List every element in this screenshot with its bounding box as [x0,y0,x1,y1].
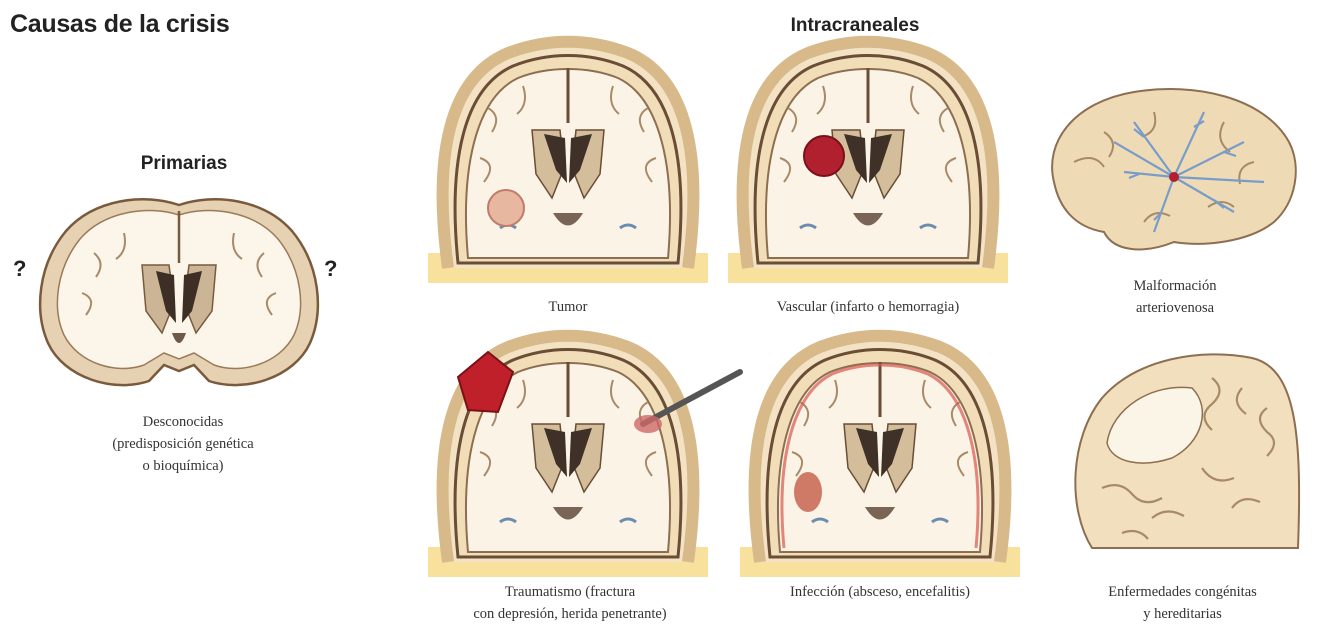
congenital-caption-line-2: y hereditarias [1055,603,1310,625]
tumor-caption: Tumor [468,296,668,318]
primary-caption-line-2: (predisposición genética [38,433,328,455]
primary-heading: Primarias [100,153,268,175]
trauma-illustration [428,332,748,582]
trauma-caption: Traumatismo (fractura con depresión, her… [400,581,740,625]
avm-caption-line-1: Malformación [1060,275,1290,297]
avm-caption: Malformación arteriovenosa [1060,275,1290,319]
trauma-caption-line-2: con depresión, herida penetrante) [400,603,740,625]
avm-caption-line-2: arteriovenosa [1060,297,1290,319]
vascular-illustration [728,38,1008,288]
intracranial-heading: Intracraneales [760,15,950,37]
infection-caption: Infección (absceso, encefalitis) [745,581,1015,603]
infection-illustration [740,332,1020,582]
primary-caption: Desconocidas (predisposición genética o … [38,411,328,477]
primary-caption-line-3: o bioquímica) [38,455,328,477]
primary-caption-line-1: Desconocidas [38,411,328,433]
right-question-mark: ? [324,256,337,282]
tumor-illustration [428,38,708,288]
congenital-caption: Enfermedades congénitas y hereditarias [1055,581,1310,625]
left-question-mark: ? [13,256,26,282]
vascular-caption: Vascular (infarto o hemorragia) [728,296,1008,318]
congenital-caption-line-1: Enfermedades congénitas [1055,581,1310,603]
page-title: Causas de la crisis [10,10,229,39]
trauma-caption-line-1: Traumatismo (fractura [400,581,740,603]
congenital-illustration [1062,348,1302,568]
primary-brain-illustration [34,193,324,403]
avm-illustration [1034,82,1304,257]
